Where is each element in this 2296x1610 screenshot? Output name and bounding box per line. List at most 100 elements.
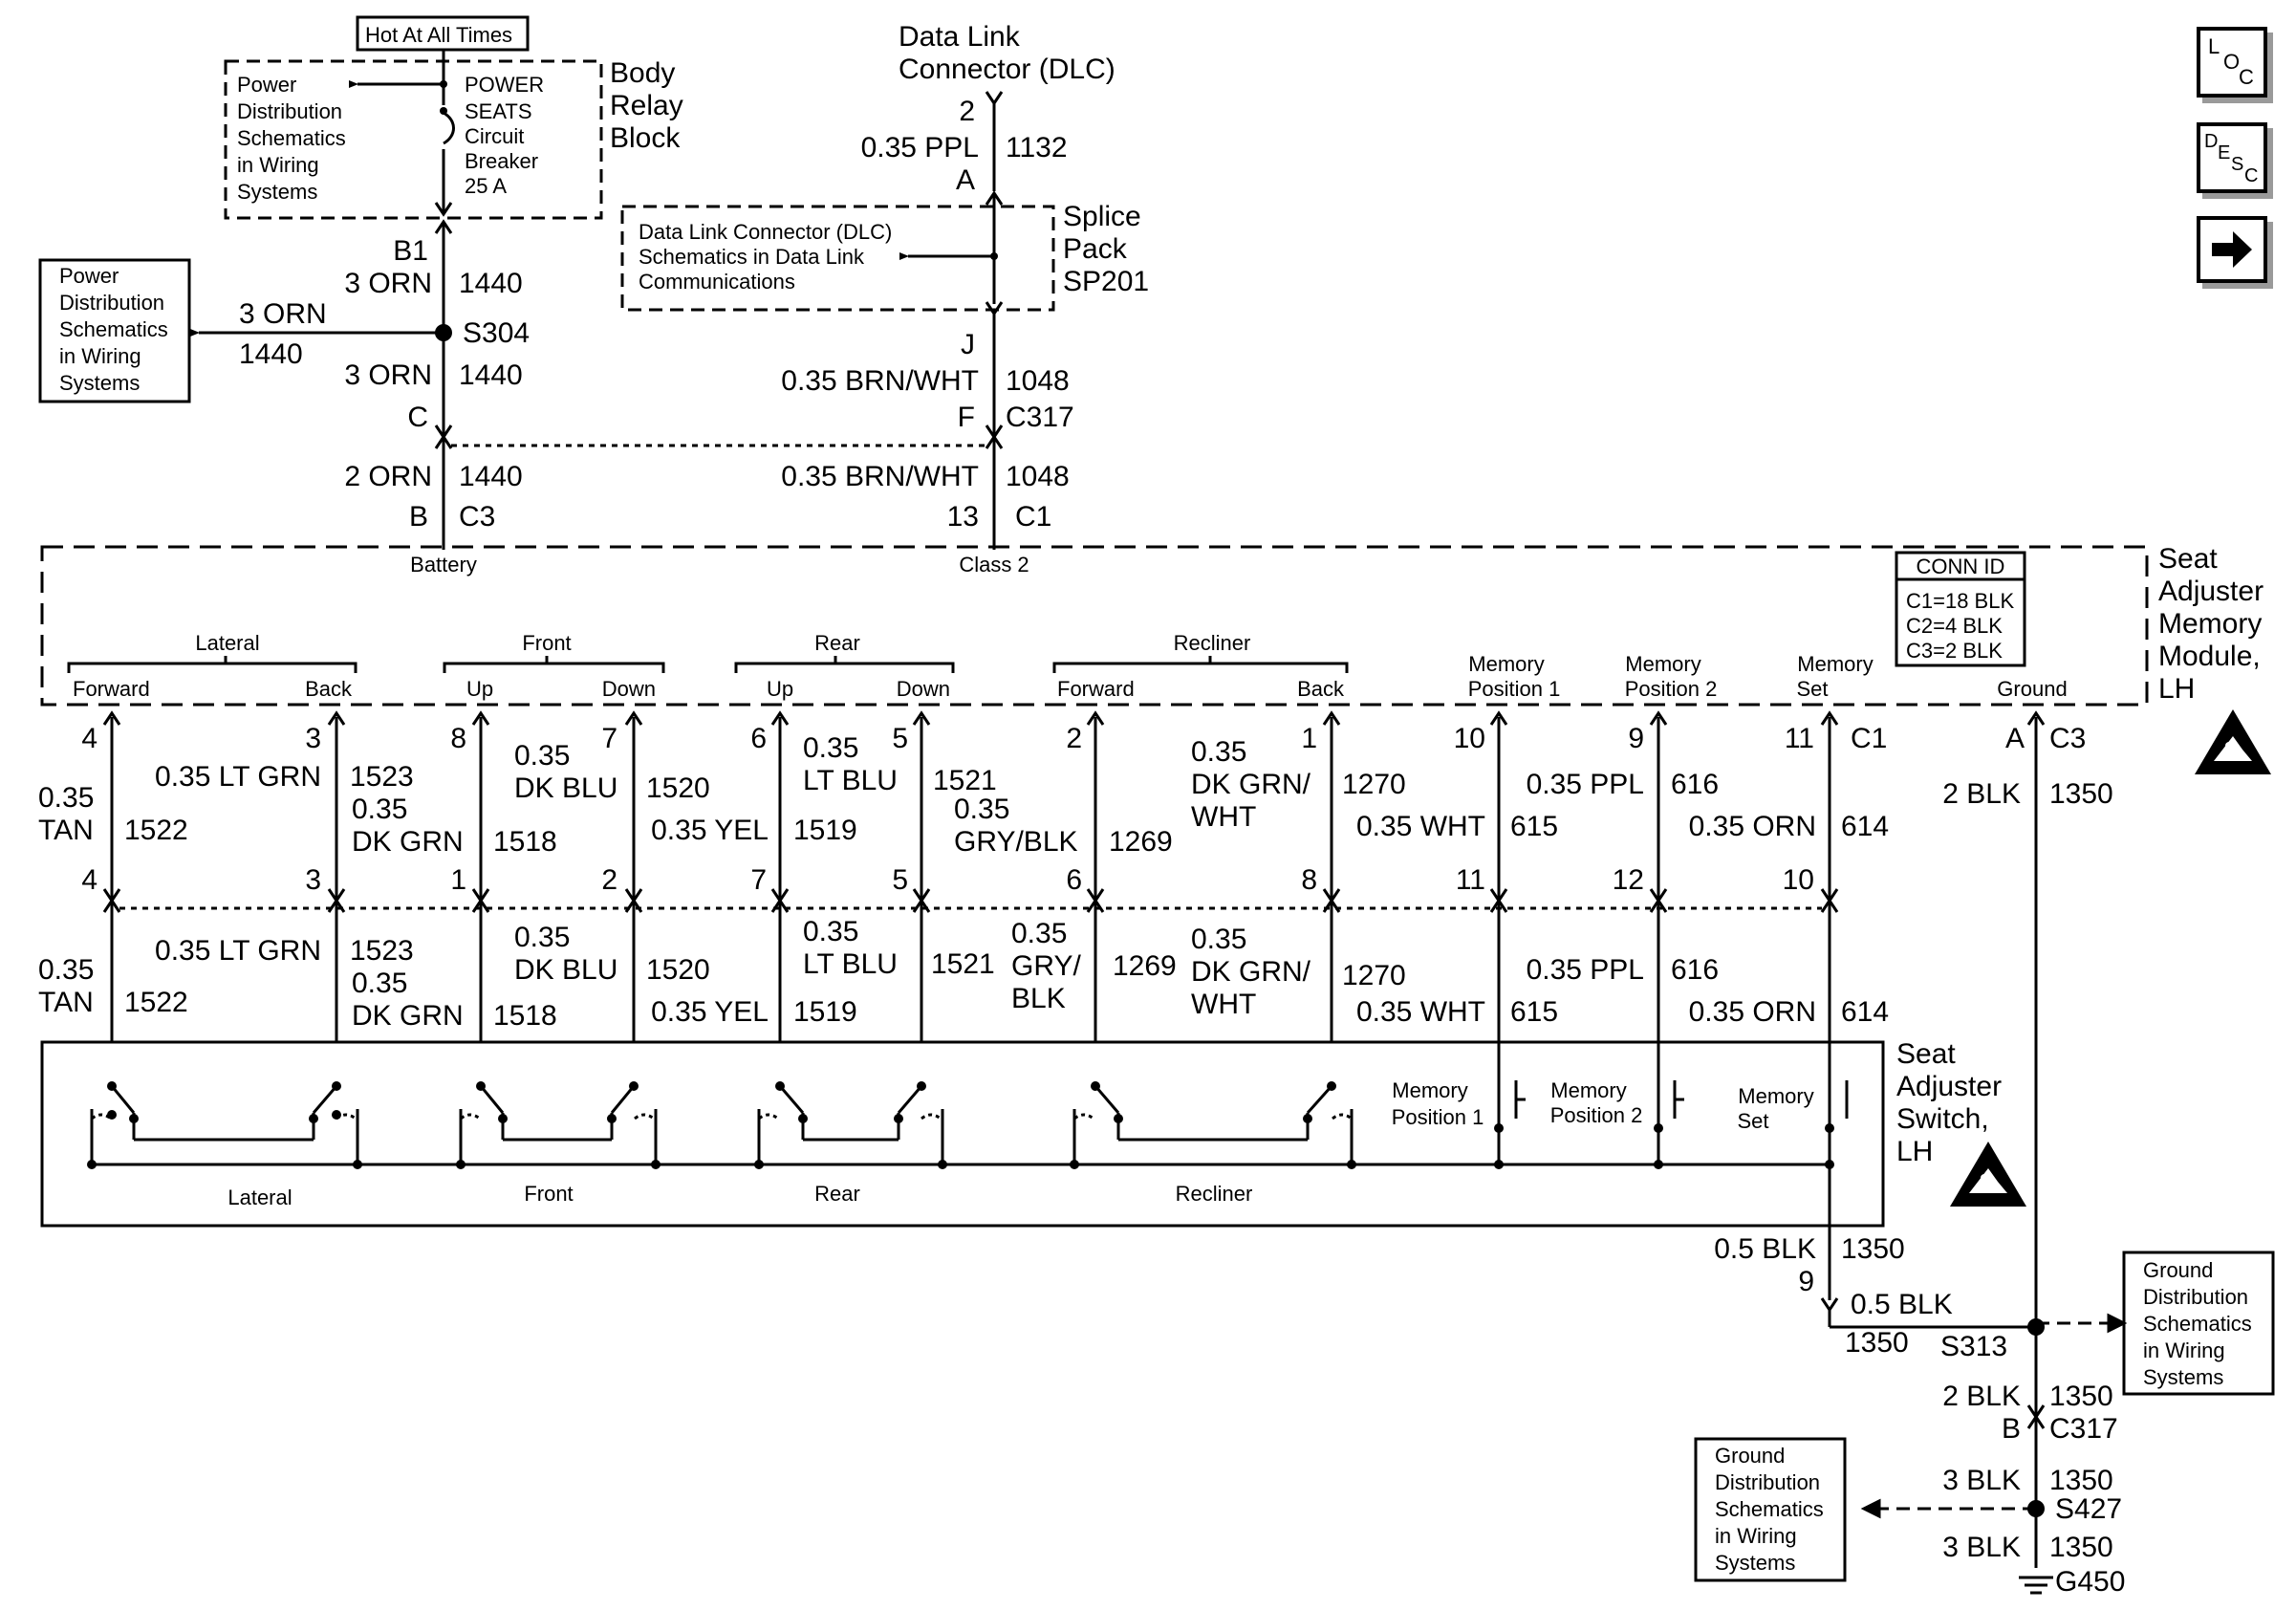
switch-memory-2-label: Memory xyxy=(1550,1078,1626,1102)
mid-pin-w6: 5 xyxy=(892,723,908,754)
splice-pack-label: Splice xyxy=(1063,201,1141,232)
switch-name: Adjuster xyxy=(1896,1071,2002,1102)
ground-dist-right-line: Schematics xyxy=(2143,1312,2252,1336)
rear-brace xyxy=(734,656,955,673)
conn-id-line: C2=4 BLK xyxy=(1906,614,2003,638)
switch-memory-2-label: Position 2 xyxy=(1550,1103,1643,1127)
s427-wire: 3 BLK xyxy=(1942,1465,2021,1496)
front-up-label: Up xyxy=(466,677,493,701)
ground-dist-right-box xyxy=(2122,1251,2275,1396)
loc-letter: L xyxy=(2208,34,2220,58)
mid-pin-w3: 8 xyxy=(450,723,466,754)
mid-color-w4: 0.35 xyxy=(514,740,570,772)
module-class2-pin: 13 xyxy=(947,501,979,533)
power-dist-left-line: in Wiring xyxy=(59,344,141,368)
module-c3-tag: C3 xyxy=(2049,723,2086,754)
memory-set-label: Memory xyxy=(1797,652,1873,676)
mid-color-w11: 0.35 ORN xyxy=(1689,811,1816,842)
switch-nodes xyxy=(87,1081,1834,1169)
splice-pack-label: Pack xyxy=(1063,233,1128,265)
ground-dist-left-line: Systems xyxy=(1715,1551,1795,1575)
low-pin-w7: 6 xyxy=(1066,864,1082,896)
low-circuit-w3: 1518 xyxy=(493,1000,557,1032)
switch-name: Switch, xyxy=(1896,1103,1989,1135)
ground-symbol-icon xyxy=(2019,1576,2053,1595)
mid-color-w1: TAN xyxy=(38,815,94,846)
module-group-recliner: Recliner xyxy=(1174,631,1251,655)
switch-group-front: Front xyxy=(524,1182,573,1206)
mid-color-w3: DK GRN xyxy=(352,826,464,858)
mid-pin-w1: 4 xyxy=(81,723,97,754)
switch-box xyxy=(40,1040,1885,1228)
mid-pin-w8: 1 xyxy=(1301,723,1317,754)
ground-dist-left-line: in Wiring xyxy=(1715,1524,1797,1548)
harness-wires xyxy=(110,717,1831,1042)
mid-color-w8: 0.35 xyxy=(1191,736,1246,768)
dlc-pin: 2 xyxy=(959,96,975,127)
mid-pin-w7: 2 xyxy=(1066,723,1082,754)
next-page-button[interactable] xyxy=(2197,216,2267,283)
location-button[interactable]: L O C xyxy=(2197,27,2267,98)
left-circuit: 1440 xyxy=(239,338,303,370)
power-dist-left-line: Schematics xyxy=(59,317,168,341)
low-color-w9: 0.35 WHT xyxy=(1356,996,1485,1028)
lateral-forward-label: Forward xyxy=(73,677,150,701)
ground-dist-left-line: Distribution xyxy=(1715,1470,1820,1494)
power-dist-inner-line: Systems xyxy=(237,180,317,204)
module-group-front: Front xyxy=(522,631,571,655)
breaker-label-line: Circuit xyxy=(465,124,524,148)
switch-memory-1-label: Memory xyxy=(1392,1078,1467,1102)
mid-circuit-w11: 614 xyxy=(1841,811,1889,842)
low-circuit-w7: 1269 xyxy=(1113,950,1177,982)
dlc-title: Connector (DLC) xyxy=(899,54,1116,85)
dlc-schem-line: Schematics in Data Link xyxy=(639,245,865,269)
mid-pin-w5: 6 xyxy=(750,723,767,754)
low-color-w7: BLK xyxy=(1011,983,1066,1014)
desc-letter: S xyxy=(2231,154,2243,175)
dlc-schem-line: Communications xyxy=(639,270,795,294)
desc-letter: D xyxy=(2204,131,2218,152)
memory-position-1-label: Memory xyxy=(1468,652,1544,676)
memory-set-label: Set xyxy=(1796,677,1828,701)
power-dist-inner-line: Distribution xyxy=(237,99,342,123)
body-relay-block-box xyxy=(224,59,603,220)
c317-ground-label: C317 xyxy=(2049,1413,2118,1445)
mid-pin-w9: 10 xyxy=(1454,723,1485,754)
mid-color-w9: 0.35 WHT xyxy=(1356,811,1485,842)
low-color-w1: 0.35 xyxy=(38,954,94,986)
low-color-w4: 0.35 xyxy=(514,922,570,953)
battery-wire: 2 ORN xyxy=(344,461,432,492)
power-dist-inner-line: Power xyxy=(237,73,296,97)
battery-pin: B xyxy=(409,501,428,533)
mid-circuit-w7: 1269 xyxy=(1109,826,1173,858)
low-color-w10: 0.35 PPL xyxy=(1527,954,1644,986)
desc-letter: E xyxy=(2218,142,2230,163)
module-c1-tag: C1 xyxy=(1851,723,1887,754)
splice-circuit: 1048 xyxy=(1006,365,1070,397)
mid-circuit-w3: 1518 xyxy=(493,826,557,858)
rear-up-label: Up xyxy=(767,677,793,701)
mid-circuit-w6: 1521 xyxy=(933,765,997,796)
mid-pin-w10: 9 xyxy=(1628,723,1644,754)
c317-ground-circuit: 1350 xyxy=(2049,1381,2113,1412)
c317-pin-f: F xyxy=(958,402,975,433)
switch-group-lateral: Lateral xyxy=(227,1186,292,1209)
s313-circuit: 1350 xyxy=(1845,1327,1909,1359)
low-color-w6: LT BLU xyxy=(803,948,898,980)
low-color-w1: TAN xyxy=(38,987,94,1018)
breaker-label-line: 25 A xyxy=(465,174,507,198)
switch-name: LH xyxy=(1896,1136,1933,1167)
description-button[interactable]: D E S C xyxy=(2197,122,2267,193)
module-name: Seat xyxy=(2158,543,2218,575)
dlc-title: Data Link xyxy=(899,21,1021,53)
dlc-letter: A xyxy=(956,164,975,196)
esd-warning-icon xyxy=(1950,1142,2026,1207)
recliner-forward-label: Forward xyxy=(1057,677,1135,701)
power-dist-left-box xyxy=(38,258,191,403)
module-c3-label: C3 xyxy=(459,501,495,533)
splice-dots xyxy=(435,80,2045,1517)
c1-pin-chevrons xyxy=(102,710,1839,726)
low-pin-w5: 7 xyxy=(750,864,767,896)
low-circuit-w10: 616 xyxy=(1671,954,1719,986)
low-circuit-w1: 1522 xyxy=(124,987,188,1018)
